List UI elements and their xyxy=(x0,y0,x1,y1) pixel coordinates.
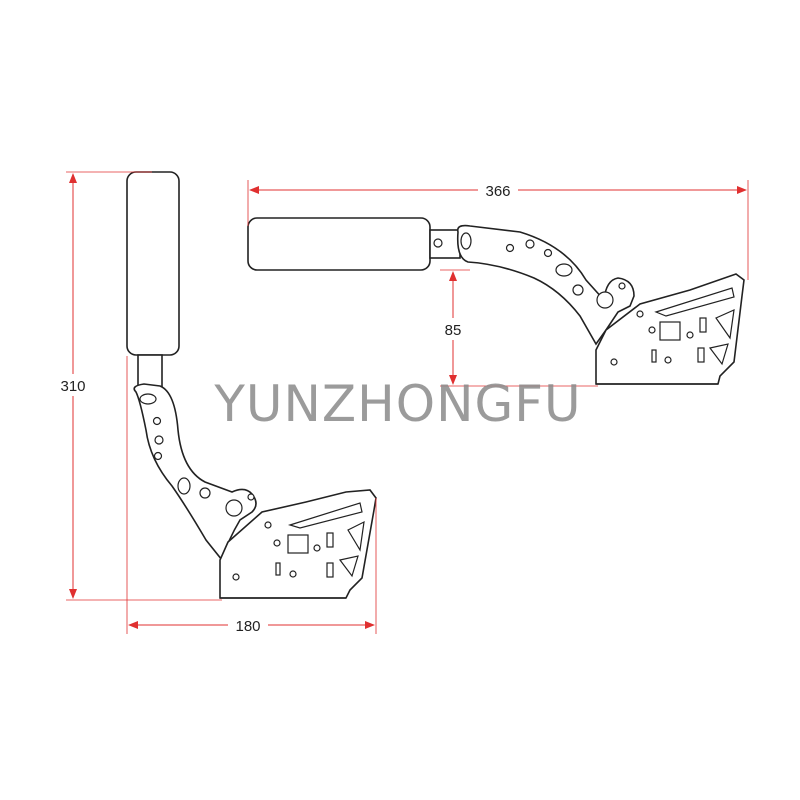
vertical-base-cutout xyxy=(347,520,365,552)
horizontal-square-hole xyxy=(659,321,681,341)
horizontal-lever-arm xyxy=(456,224,635,346)
watermark-text: YUNZHONGFU xyxy=(213,375,581,433)
vertical-lever-arm xyxy=(133,383,257,562)
vertical-slot-hole xyxy=(177,477,191,495)
horizontal-hole xyxy=(505,243,515,253)
horizontal-slot-hole xyxy=(555,263,573,277)
vertical-hole xyxy=(273,539,281,547)
vertical-slot-hole xyxy=(139,393,157,405)
horizontal-hole xyxy=(596,291,614,309)
horizontal-hole xyxy=(618,282,626,290)
horizontal-slot xyxy=(697,347,705,363)
vertical-shaft xyxy=(137,354,163,390)
vertical-hole xyxy=(199,487,211,499)
vertical-handle-grip xyxy=(126,171,180,356)
horizontal-base-cutout xyxy=(715,309,735,340)
horizontal-base-cutout xyxy=(708,343,729,366)
vertical-hole xyxy=(152,416,162,426)
horizontal-hole xyxy=(648,326,656,334)
horizontal-hole xyxy=(572,284,584,296)
vertical-hole xyxy=(264,521,272,529)
vertical-hole xyxy=(289,570,297,578)
vertical-handbrake xyxy=(126,171,377,599)
dimension-label-width-vertical: 180 xyxy=(235,618,260,635)
dimension-label-height-horizontal: 85 xyxy=(445,322,462,339)
vertical-hole xyxy=(232,573,240,581)
vertical-hole xyxy=(247,493,255,501)
horizontal-hole xyxy=(664,356,672,364)
horizontal-hole xyxy=(433,238,443,248)
vertical-hole xyxy=(153,451,163,461)
vertical-slot xyxy=(275,562,281,576)
horizontal-slot-hole xyxy=(460,232,472,250)
horizontal-handle-grip xyxy=(247,217,431,271)
horizontal-hole xyxy=(610,358,618,366)
horizontal-base-cutout xyxy=(654,287,735,317)
dimension-label-height-vertical: 310 xyxy=(60,378,85,395)
vertical-hole xyxy=(154,435,164,445)
vertical-hole xyxy=(225,499,243,517)
horizontal-hole xyxy=(543,248,553,258)
horizontal-slot xyxy=(699,317,707,333)
horizontal-hole xyxy=(636,310,644,318)
horizontal-hole xyxy=(686,331,694,339)
vertical-base-cutout xyxy=(338,555,359,578)
horizontal-handbrake xyxy=(247,217,745,385)
vertical-slot xyxy=(326,532,334,548)
vertical-hole xyxy=(313,544,321,552)
horizontal-hole xyxy=(525,239,535,249)
vertical-slot xyxy=(326,562,334,578)
vertical-base-cutout xyxy=(287,502,363,529)
horizontal-slot xyxy=(651,349,657,363)
vertical-square-hole xyxy=(287,534,309,554)
dimension-label-length-horizontal: 366 xyxy=(485,183,510,200)
